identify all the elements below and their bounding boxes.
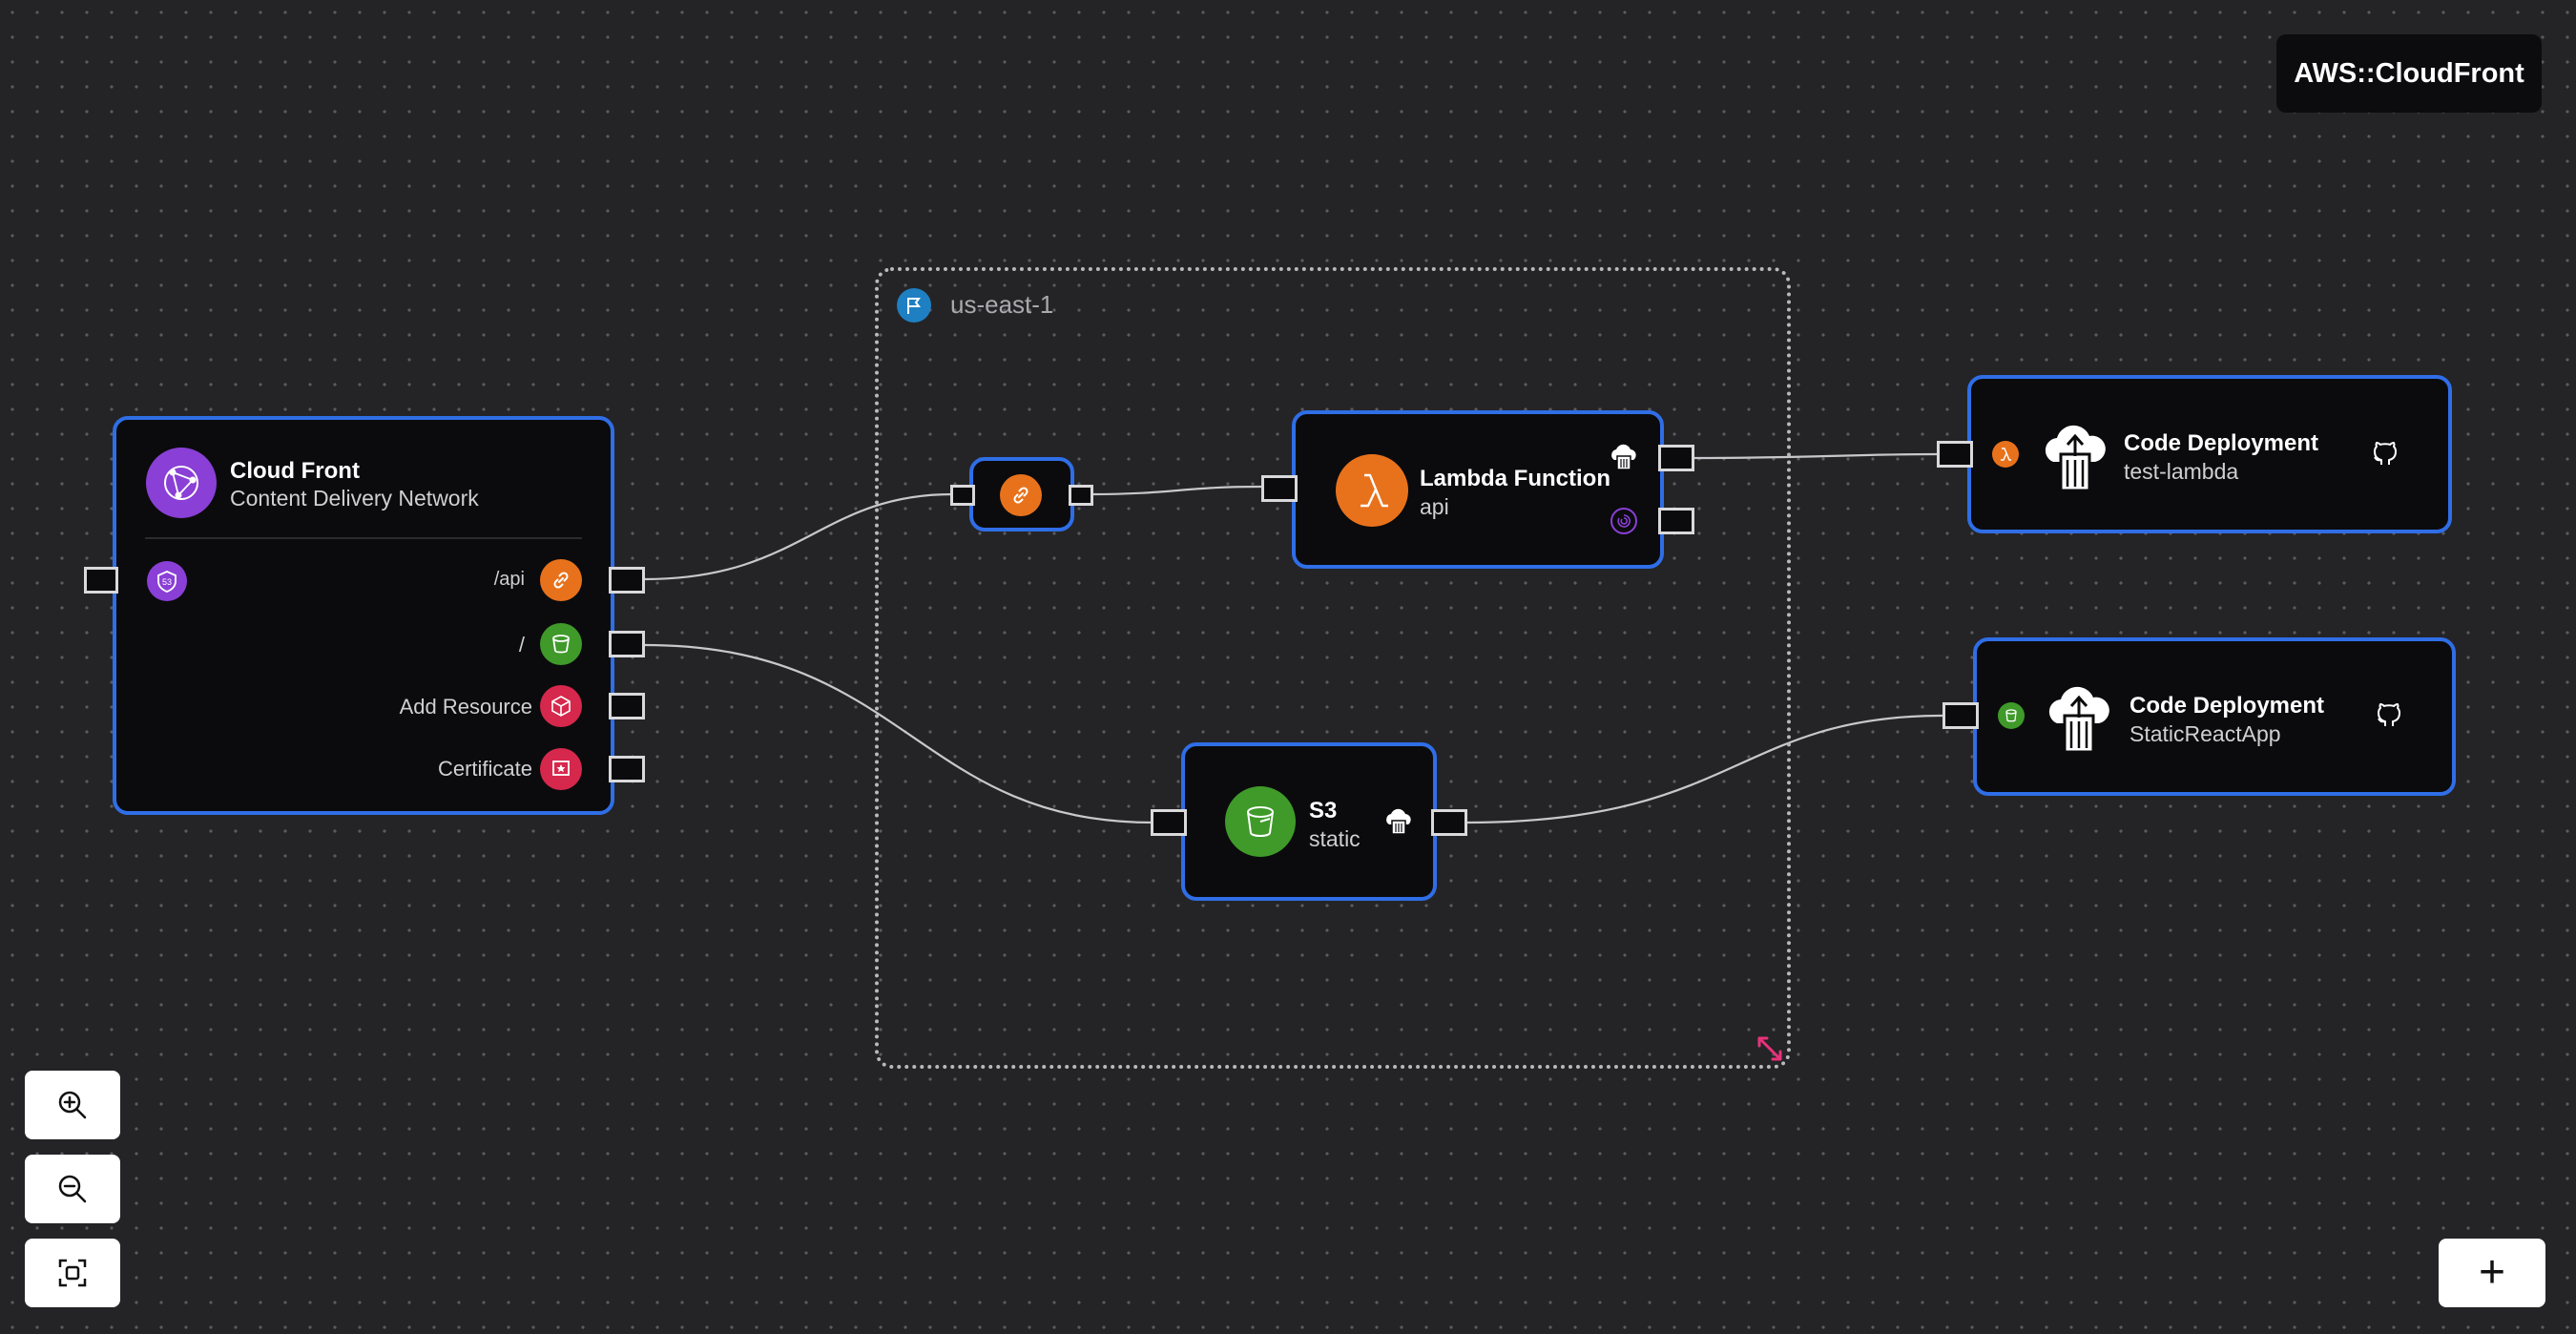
route-label-api: /api [493, 569, 525, 590]
lambda-subtitle: api [1420, 494, 1449, 519]
cloud-deploy-icon [2036, 418, 2114, 494]
lambda-output-port-1[interactable] [1658, 445, 1694, 471]
add-resource-icon[interactable] [540, 685, 582, 727]
s3-output-port[interactable] [1431, 809, 1467, 836]
edge-lambda-to-deploy1 [1692, 452, 1938, 460]
deploy2-subtitle: StaticReactApp [2129, 721, 2281, 746]
deploy-cloud-icon [1607, 441, 1641, 473]
link-icon [1000, 474, 1042, 516]
github-icon[interactable] [2374, 700, 2404, 731]
deploy1-input-port[interactable] [1937, 441, 1973, 468]
lambda-title: Lambda Function [1420, 466, 1610, 491]
zoom-out-icon [58, 1175, 87, 1203]
service-type-badge: AWS::CloudFront [2276, 34, 2542, 113]
fit-view-icon [58, 1259, 87, 1287]
lambda-output-port-2[interactable] [1658, 508, 1694, 534]
deploy1-subtitle: test-lambda [2124, 459, 2239, 484]
deploy2-title: Code Deployment [2129, 693, 2325, 719]
region-group[interactable] [875, 267, 1791, 1069]
s3-subtitle: static [1309, 826, 1361, 851]
deploy2-input-port[interactable] [1942, 702, 1979, 729]
s3-small-icon [1998, 702, 2025, 729]
lambda-small-icon [1992, 441, 2019, 468]
cloudfront-title: Cloud Front [230, 458, 360, 484]
resize-handle-icon[interactable] [1754, 1032, 1786, 1065]
api-route-output-port[interactable] [1069, 485, 1093, 506]
route53-icon: 53 [147, 561, 187, 601]
route-root-output-port[interactable] [609, 631, 645, 657]
add-resource-label: Add Resource [399, 695, 532, 719]
s3-title: S3 [1309, 798, 1338, 823]
add-node-button[interactable]: + [2439, 1239, 2545, 1307]
lambda-input-port[interactable] [1261, 475, 1298, 502]
region-label: us-east-1 [950, 290, 1054, 319]
edge-root-to-s3 [644, 643, 1154, 824]
certificate-output-port[interactable] [609, 756, 645, 782]
flag-icon [897, 288, 931, 323]
certificate-label: Certificate [437, 757, 532, 781]
zoom-in-button[interactable] [25, 1071, 120, 1139]
edge-link-to-lambda [1089, 485, 1262, 496]
s3-bucket-icon [1225, 786, 1296, 857]
add-resource-output-port[interactable] [609, 693, 645, 719]
link-icon [540, 559, 582, 601]
cloudfront-subtitle: Content Delivery Network [230, 486, 479, 511]
svg-text:53: 53 [162, 577, 172, 587]
cloudfront-input-port[interactable] [84, 567, 118, 594]
cloud-deploy-icon [2040, 679, 2118, 756]
cloudfront-icon [146, 448, 217, 518]
github-icon[interactable] [2370, 439, 2400, 469]
s3-bucket-icon [540, 623, 582, 665]
api-route-input-port[interactable] [950, 485, 975, 506]
fit-view-button[interactable] [25, 1239, 120, 1307]
divider [145, 537, 582, 539]
edge-s3-to-deploy2 [1466, 714, 1943, 824]
zoom-out-button[interactable] [25, 1155, 120, 1223]
lambda-icon [1336, 454, 1408, 527]
zoom-in-icon [58, 1091, 87, 1119]
route-api-output-port[interactable] [609, 567, 645, 594]
edge-api-to-link [644, 492, 953, 581]
deploy-cloud-icon [1381, 805, 1416, 838]
route-label-root: / [518, 633, 525, 657]
plus-icon: + [2478, 1247, 2506, 1298]
deploy1-title: Code Deployment [2124, 430, 2319, 456]
s3-input-port[interactable] [1151, 809, 1187, 836]
certificate-icon[interactable] [540, 748, 582, 790]
settings-swirl-icon [1610, 508, 1637, 534]
